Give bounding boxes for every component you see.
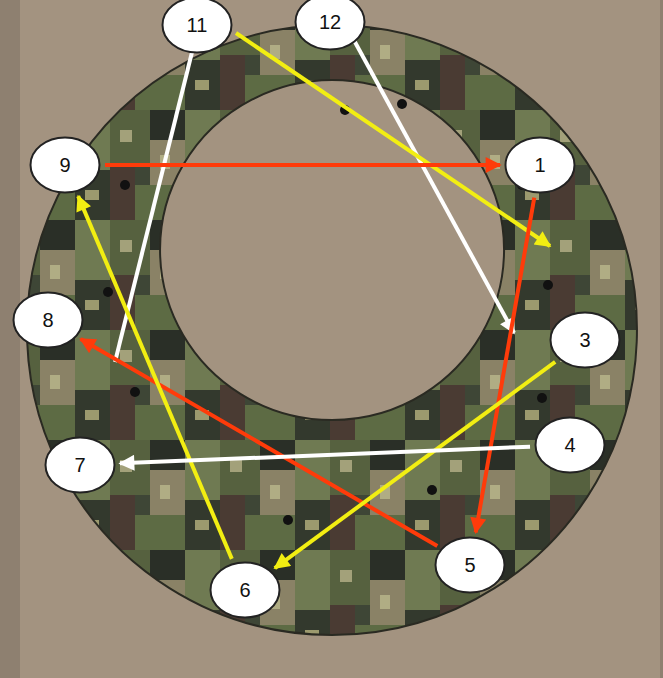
callout-number: 12 (319, 11, 341, 33)
callout-number: 11 (187, 14, 208, 36)
circle-shape (46, 438, 115, 493)
number-circle: 6 (209, 561, 281, 619)
circle-shape (536, 418, 605, 473)
number-circle: 12 (294, 0, 366, 51)
callout-number: 4 (564, 434, 575, 456)
number-circle: 7 (44, 436, 116, 494)
number-circle: 1 (504, 136, 576, 194)
arrow-connector (275, 362, 555, 568)
number-circle: 5 (434, 536, 506, 594)
white-guide-line (115, 0, 205, 362)
callout-number: 7 (74, 454, 85, 476)
arrow-connector (81, 339, 438, 546)
ring-holes (103, 99, 553, 525)
circle-shape (14, 293, 83, 348)
circle-shape (436, 538, 505, 593)
circle-shape (163, 0, 232, 53)
callout-number: 5 (464, 554, 475, 576)
circle-shape (296, 0, 365, 50)
number-circle: 11 (161, 0, 233, 54)
callout-number: 6 (239, 579, 250, 601)
number-circle: 8 (12, 291, 84, 349)
number-circle: 9 (29, 136, 101, 194)
callout-number: 1 (534, 154, 545, 176)
callout-number: 9 (59, 154, 70, 176)
arrow-connector (120, 447, 530, 464)
number-circle: 3 (549, 311, 621, 369)
cardboard-panel (20, 0, 660, 678)
arrow-connector (105, 163, 500, 167)
arrow-connector (78, 196, 232, 559)
wreath-ring (27, 25, 637, 635)
yellow-guide-arrow (236, 33, 550, 246)
circle-shape (211, 563, 280, 618)
circle-shape (31, 138, 100, 193)
callout-number: 8 (42, 309, 53, 331)
circle-shape (551, 313, 620, 368)
circle-shape (506, 138, 575, 193)
arrow-connector (476, 198, 535, 533)
number-circle: 4 (534, 416, 606, 474)
callout-number: 3 (579, 329, 590, 351)
